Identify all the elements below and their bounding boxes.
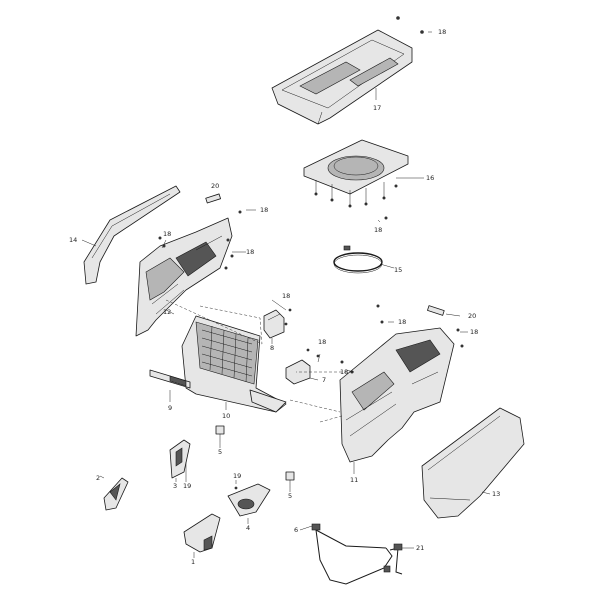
callout-18: 18 — [163, 230, 171, 238]
part-11-right-duct-housing — [339, 304, 464, 463]
part-12-left-duct-housing — [135, 210, 242, 337]
callout-18: 18 — [374, 226, 382, 234]
callout-5: 5 — [218, 448, 222, 456]
leader-lines — [81, 31, 491, 558]
callout-18: 18 — [318, 338, 326, 346]
callout-20: 20 — [211, 182, 219, 190]
part-14-left-upper-panel — [83, 185, 181, 285]
callout-10: 10 — [222, 412, 230, 420]
callout-15: 15 — [394, 266, 402, 274]
part-17-intake-cover — [271, 16, 424, 125]
callout-11: 11 — [350, 476, 358, 484]
callout-18: 18 — [438, 28, 446, 36]
callout-21: 21 — [416, 544, 424, 552]
part-13-right-fender-panel — [421, 407, 525, 519]
callout-18: 18 — [398, 318, 406, 326]
callout-17: 17 — [373, 104, 381, 112]
callout-6: 6 — [294, 526, 298, 534]
part-20-pad-left — [205, 193, 221, 204]
part-5-fastener-lower — [285, 471, 295, 488]
part-4-light-housing — [227, 483, 271, 517]
callout-18: 18 — [340, 368, 348, 376]
part-10-grille-housing — [181, 315, 287, 413]
part-15-clamp-ring — [333, 245, 383, 274]
callout-3: 3 — [173, 482, 177, 490]
callout-18: 18 — [260, 206, 268, 214]
callout-1: 1 — [191, 558, 195, 566]
callout-7: 7 — [322, 376, 326, 384]
part-9-strip — [149, 369, 191, 389]
callout-8: 8 — [270, 344, 274, 352]
callout-19: 19 — [233, 472, 241, 480]
part-6-wiring-harness — [311, 523, 403, 585]
part-7-bracket — [285, 348, 320, 385]
part-1-lower-bracket — [183, 513, 221, 553]
callout-18: 18 — [470, 328, 478, 336]
callout-labels: 18 17 16 18 15 20 18 14 18 18 12 18 8 18… — [69, 28, 500, 566]
part-16-mounting-plate — [303, 139, 409, 220]
callout-18: 18 — [246, 248, 254, 256]
assembly-guide-lines — [165, 299, 352, 423]
callout-4: 4 — [246, 524, 250, 532]
part-3-bracket — [169, 439, 191, 479]
callout-19: 19 — [183, 482, 191, 490]
callout-12: 12 — [163, 308, 171, 316]
callout-20: 20 — [468, 312, 476, 320]
callout-5: 5 — [288, 492, 292, 500]
callout-13: 13 — [492, 490, 500, 498]
callout-16: 16 — [426, 174, 434, 182]
callout-2: 2 — [96, 474, 100, 482]
callout-14: 14 — [69, 236, 77, 244]
part-8-bracket — [263, 308, 292, 339]
part-20-pad-right — [427, 305, 445, 316]
part-2-lamp — [103, 477, 129, 511]
callout-9: 9 — [168, 404, 172, 412]
part-5-fastener-upper — [215, 425, 225, 442]
callout-18: 18 — [282, 292, 290, 300]
